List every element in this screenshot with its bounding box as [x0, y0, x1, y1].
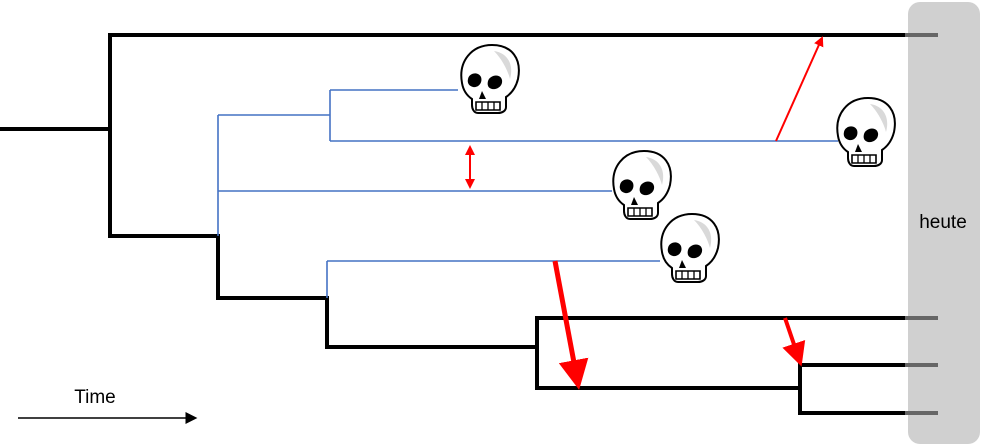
- transfer-arrow-thick-2: [782, 317, 806, 367]
- surviving-lineages: [0, 33, 907, 415]
- skull-icon: [612, 150, 672, 220]
- transfer-arrow-thick-1: [552, 260, 589, 390]
- gene-transfers: [465, 36, 824, 390]
- skull-icon: [460, 44, 520, 114]
- present-day-band: [908, 2, 980, 444]
- lineage-tips: [905, 33, 938, 415]
- skull-icon: [836, 97, 896, 167]
- extinct-lineages: [217, 89, 838, 298]
- skull-icon: [660, 213, 720, 283]
- transfer-arrow-up: [775, 36, 824, 142]
- present-day-label: heute: [919, 212, 967, 233]
- time-axis-label: Time: [74, 387, 116, 408]
